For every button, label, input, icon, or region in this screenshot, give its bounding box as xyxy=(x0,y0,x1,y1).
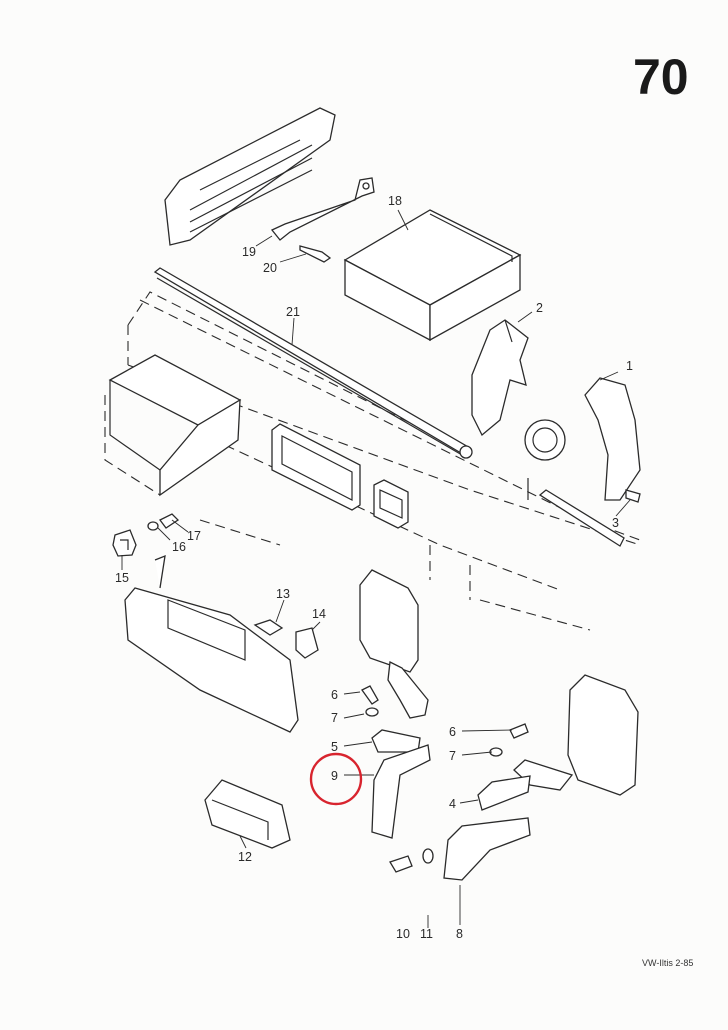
part-label-16[interactable]: 16 xyxy=(172,540,186,554)
right-mirror-assembly xyxy=(389,674,639,881)
part-label-15[interactable]: 15 xyxy=(115,571,129,585)
part-label-7a[interactable]: 7 xyxy=(331,711,338,725)
part-label-6a[interactable]: 6 xyxy=(331,688,338,702)
part-15-17-fasteners xyxy=(112,513,180,557)
footer-code: VW-Iltis 2-85 xyxy=(642,958,693,968)
part-label-13[interactable]: 13 xyxy=(276,587,290,601)
part-label-7b[interactable]: 7 xyxy=(449,749,456,763)
part-19-vent-bracket xyxy=(164,107,375,263)
part-label-9[interactable]: 9 xyxy=(331,769,338,783)
part-label-19[interactable]: 19 xyxy=(242,245,256,259)
part-labels: 1 2 3 4 5 6 6 7 7 8 9 10 11 12 13 14 15 … xyxy=(115,194,633,941)
part-label-17[interactable]: 17 xyxy=(187,529,201,543)
part-label-6b[interactable]: 6 xyxy=(449,725,456,739)
part-12-interior-light xyxy=(204,779,291,849)
part-label-21[interactable]: 21 xyxy=(286,305,300,319)
left-mirror-assembly xyxy=(359,569,431,839)
page-number: 70 xyxy=(633,49,689,105)
part-label-10[interactable]: 10 xyxy=(396,927,410,941)
part-label-20[interactable]: 20 xyxy=(263,261,277,275)
part-1-bracket xyxy=(524,377,641,501)
part-label-4[interactable]: 4 xyxy=(449,797,456,811)
part-21-trim-strip xyxy=(153,267,473,459)
part-label-11[interactable]: 11 xyxy=(420,927,433,941)
panel-openings xyxy=(271,423,409,529)
part-18-box xyxy=(343,209,522,342)
part-label-18[interactable]: 18 xyxy=(388,194,402,208)
leader-lines xyxy=(121,209,631,928)
part-label-8[interactable]: 8 xyxy=(456,927,463,941)
part-label-1[interactable]: 1 xyxy=(626,359,633,373)
highlight-circle-part-9 xyxy=(309,752,363,806)
part-2-bracket xyxy=(471,319,529,437)
part-label-2[interactable]: 2 xyxy=(536,301,543,315)
part-label-3[interactable]: 3 xyxy=(612,516,619,530)
part-label-14[interactable]: 14 xyxy=(312,607,326,621)
part-label-12[interactable]: 12 xyxy=(238,850,252,864)
glovebox-block xyxy=(108,354,242,497)
sun-visor xyxy=(124,554,319,733)
part-3-strip xyxy=(538,489,641,547)
part-label-5[interactable]: 5 xyxy=(331,740,338,754)
